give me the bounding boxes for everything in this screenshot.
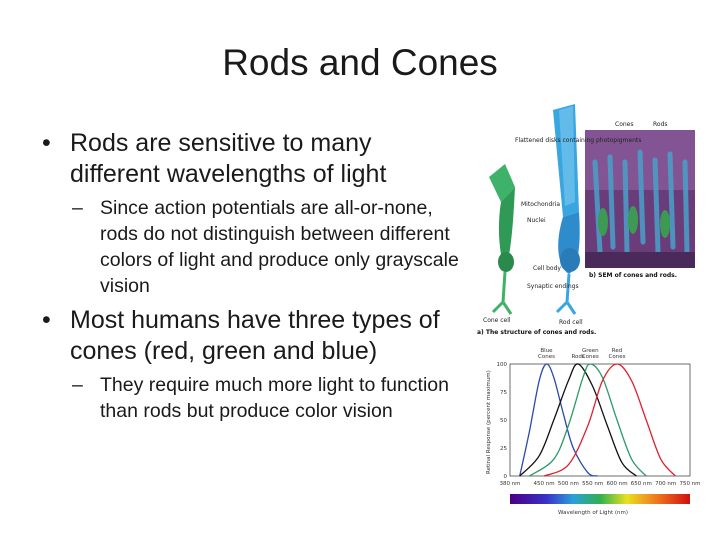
svg-text:Synaptic endings: Synaptic endings (527, 283, 579, 290)
series-line-rods (519, 363, 637, 477)
x-tick-label: 500 nm (558, 481, 579, 487)
cones-label: Cones (615, 121, 633, 128)
sub-bullet-2: – They require much more light to functi… (40, 372, 460, 424)
bullet-1-text: Rods are sensitive to many different wav… (70, 129, 387, 188)
series-line-blue-cones (519, 363, 598, 477)
series-label: Green (582, 348, 599, 354)
caption-a: a) The structure of cones and rods. (477, 329, 596, 336)
series-label: Red (612, 348, 622, 354)
photoreceptor-figure: Cones Rods b) SEM of cones and rods. Fla… (475, 102, 695, 340)
sub-bullet-1: – Since action potentials are all-or-non… (40, 195, 460, 299)
slide-title: Rods and Cones (222, 42, 498, 83)
series-label: Blue (540, 348, 553, 354)
x-tick-label: 700 nm (655, 481, 676, 487)
series-line-red-cones (543, 363, 676, 477)
y-tick-label: 75 (500, 390, 507, 396)
bullet-1: • Rods are sensitive to many different w… (40, 128, 460, 190)
cone-cell-drawing (489, 164, 515, 315)
rods-label: Rods (653, 121, 668, 128)
bullet-dot: • (42, 129, 51, 157)
svg-text:Flattened disks containing pho: Flattened disks containing photopigments (515, 137, 641, 144)
x-tick-label: 550 nm (582, 481, 603, 487)
series-label: Cones (609, 354, 626, 360)
svg-text:Nuclei: Nuclei (527, 217, 546, 224)
bullet-list: • Rods are sensitive to many different w… (40, 128, 460, 424)
svg-text:Mitochondria: Mitochondria (521, 201, 560, 208)
sem-image: Cones Rods b) SEM of cones and rods. (585, 121, 695, 280)
x-tick-label: 750 nm (679, 481, 700, 487)
sub-bullet-1-text: Since action potentials are all-or-none,… (100, 197, 459, 297)
bullet-dot: • (42, 306, 51, 334)
y-tick-label: 0 (504, 474, 508, 480)
bullet-2-text: Most humans have three types of cones (r… (70, 306, 440, 365)
series-line-green-cones (529, 363, 647, 477)
sub-bullet-dash: – (72, 197, 83, 219)
x-tick-label: 600 nm (606, 481, 627, 487)
series-label: Rods (571, 354, 584, 360)
x-axis-label: Wavelength of Light (nm) (558, 510, 628, 516)
y-tick-label: 50 (500, 418, 507, 424)
bullet-2: • Most humans have three types of cones … (40, 305, 460, 367)
x-tick-label: 380 nm (499, 481, 520, 487)
x-tick-label: 650 nm (631, 481, 652, 487)
rod-cell-drawing (553, 104, 580, 315)
series-label: Cones (538, 354, 555, 360)
y-axis-label: Retinal Response (percent maximum) (486, 370, 492, 474)
y-tick-label: 25 (500, 446, 507, 452)
figure-labels: Flattened disks containing photopigments… (477, 137, 641, 336)
series-label: Cones (582, 354, 599, 360)
sub-bullet-dash: – (72, 374, 83, 396)
svg-text:Rod cell: Rod cell (559, 319, 583, 326)
x-tick-label: 450 nm (534, 481, 555, 487)
caption-b: b) SEM of cones and rods. (589, 272, 677, 279)
spectrum-bar (510, 494, 690, 504)
sub-bullet-2-text: They require much more light to function… (100, 374, 450, 422)
svg-text:Cone cell: Cone cell (483, 317, 511, 324)
y-tick-label: 100 (497, 362, 508, 368)
svg-text:Cell body: Cell body (533, 265, 561, 272)
